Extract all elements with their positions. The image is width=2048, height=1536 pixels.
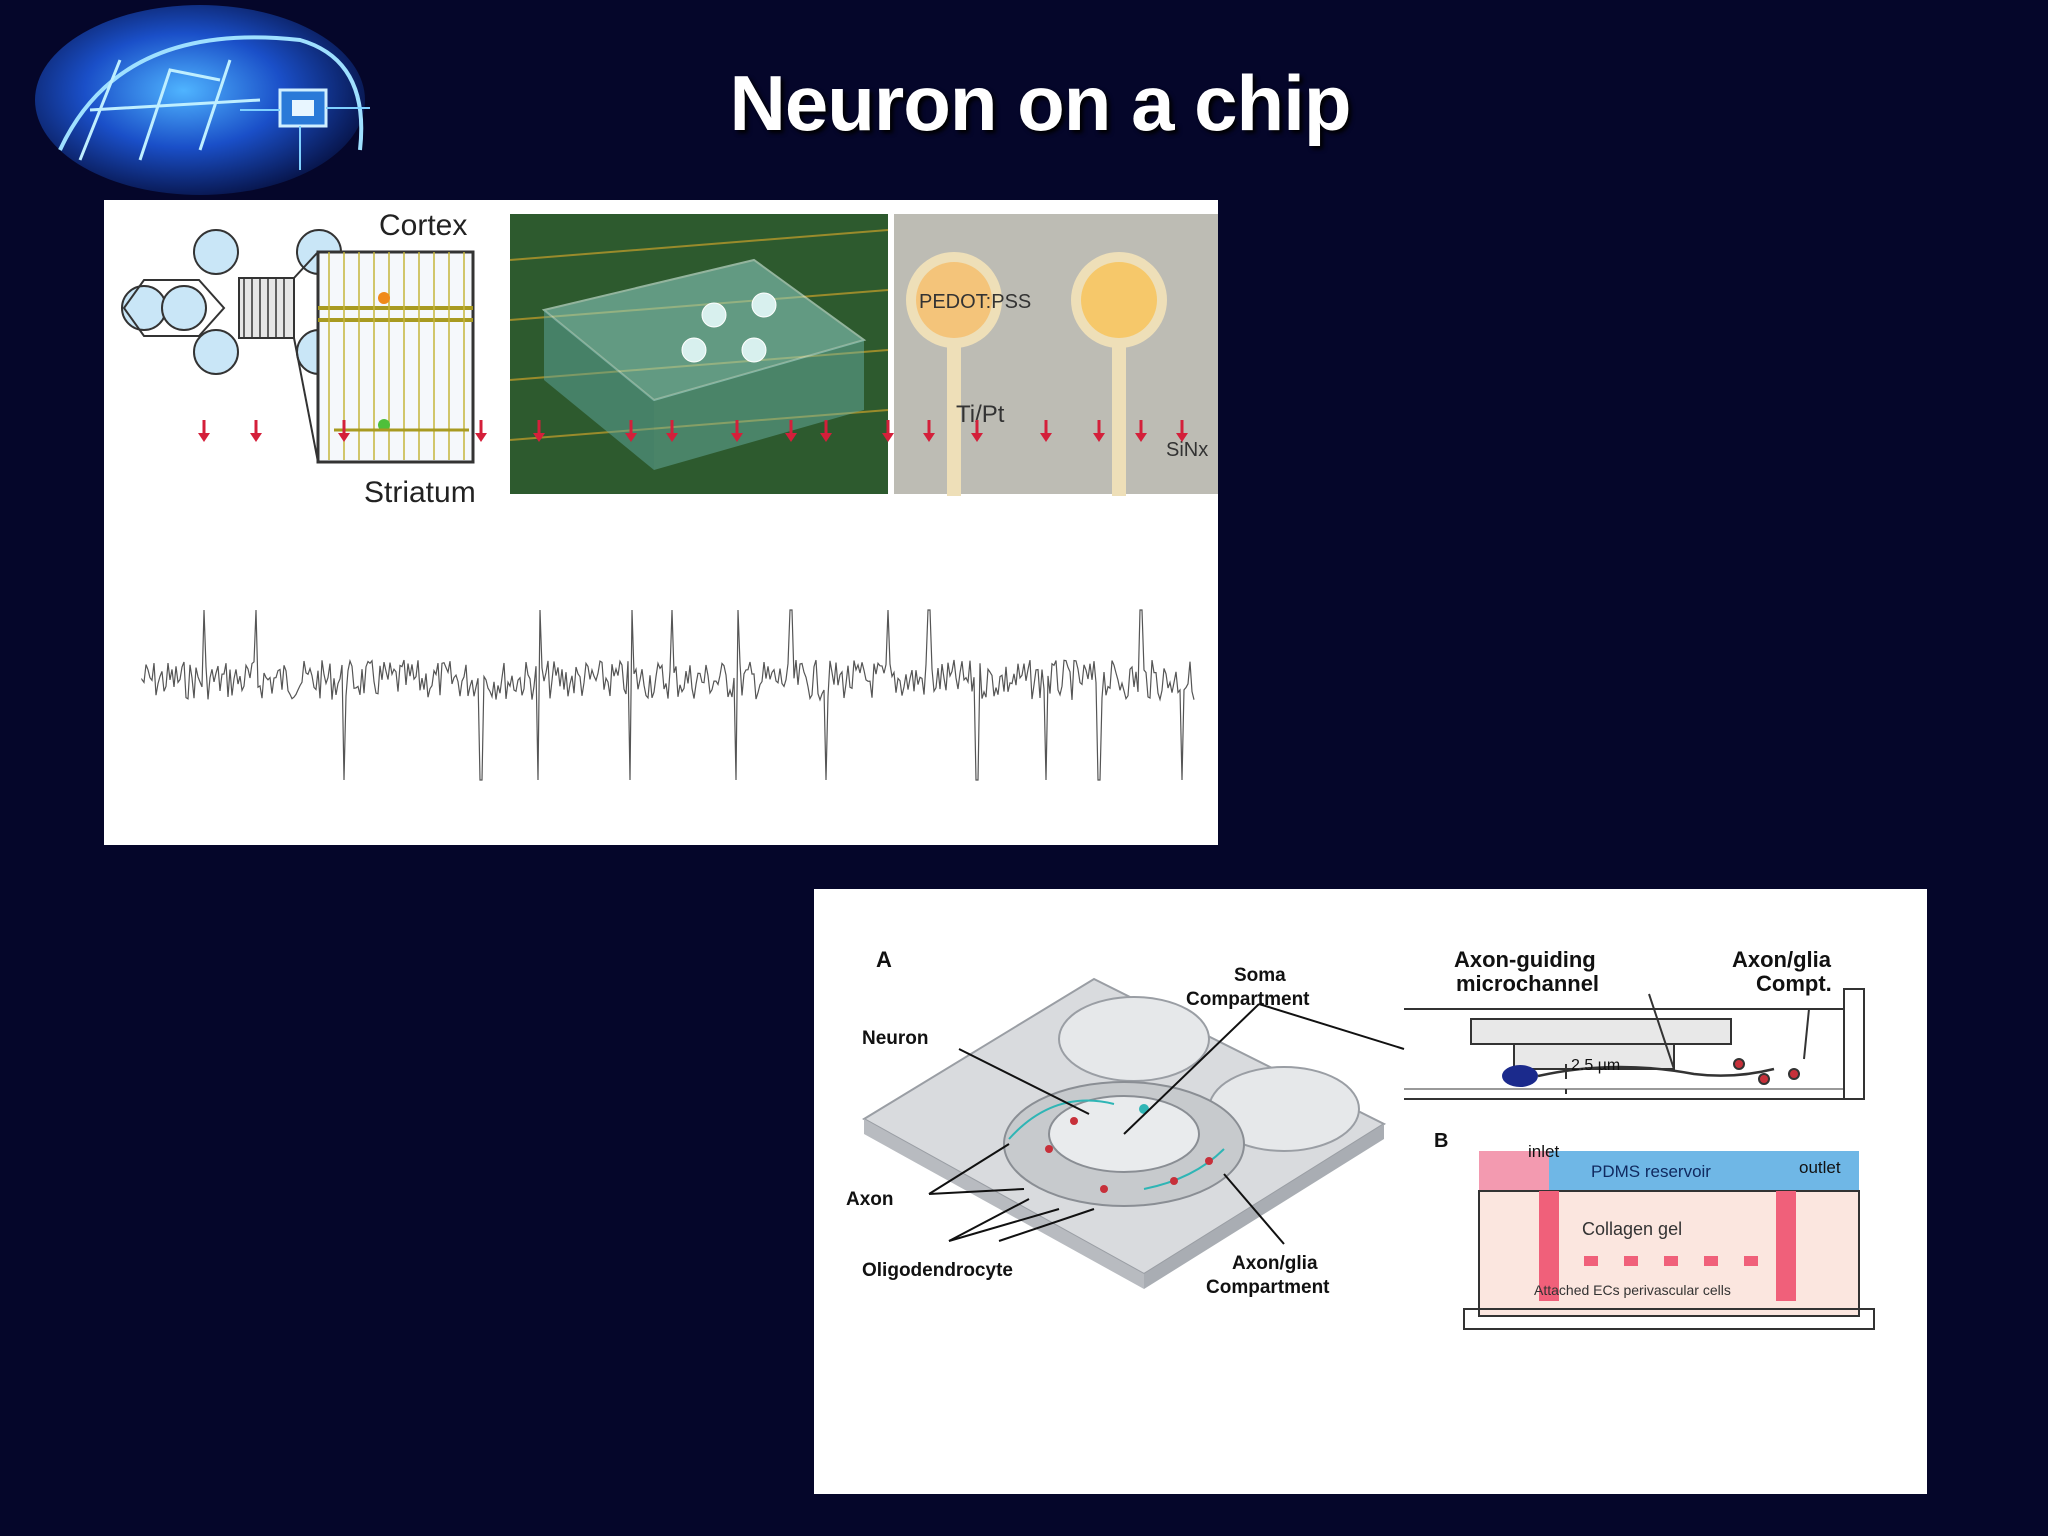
compartment-device-drawing — [862, 977, 1387, 1289]
height-label: 2.5 µm — [1571, 1057, 1620, 1074]
spike-marker-head — [666, 433, 678, 442]
guiding-label-2: microchannel — [1456, 971, 1599, 996]
spike-marker-head — [820, 433, 832, 442]
axonglia-label-1: Axon/glia — [1232, 1253, 1318, 1274]
guiding-label-1: Axon-guiding — [1454, 947, 1596, 972]
reservoir-section — [1463, 1151, 1875, 1330]
soma-label-1: Soma — [1234, 965, 1286, 986]
spike-marker-head — [882, 433, 894, 442]
striatum-label: Striatum — [364, 476, 476, 509]
spike-marker-head — [785, 433, 797, 442]
spike-marker-head — [338, 433, 350, 442]
spike-marker-head — [923, 433, 935, 442]
spike-marker-head — [250, 433, 262, 442]
outlet-label: outlet — [1799, 1158, 1841, 1177]
spike-marker-head — [533, 433, 545, 442]
spike-marker-head — [971, 433, 983, 442]
voltage-trace — [141, 609, 1195, 781]
spike-marker-head — [475, 433, 487, 442]
microchannel-section — [1404, 988, 1865, 1100]
slide-title: Neuron on a chip — [729, 59, 1351, 147]
spike-marker-head — [1176, 433, 1188, 442]
compt-label-1: Axon/glia — [1732, 947, 1832, 972]
spike-marker-head — [1135, 433, 1147, 442]
neuron-label: Neuron — [862, 1028, 929, 1049]
tipt-label: Ti/Pt — [956, 401, 1005, 428]
cortex-label: Cortex — [379, 209, 467, 242]
sinx-label: SiNx — [1166, 439, 1208, 461]
panel-a-label: A — [876, 947, 892, 972]
soma-label-2: Compartment — [1186, 989, 1310, 1010]
callout-lines — [928, 1003, 1405, 1245]
spike-marker-head — [731, 433, 743, 442]
chip-photo — [509, 214, 889, 494]
inlet-label: inlet — [1528, 1142, 1559, 1161]
panel-b-label: B — [1434, 1130, 1448, 1152]
microfluidic-schematic — [121, 229, 475, 464]
pdms-label: PDMS reservoir — [1591, 1162, 1711, 1181]
spike-marker-head — [198, 433, 210, 442]
brain-circuit-logo — [35, 5, 370, 195]
spike-marker-head — [1040, 433, 1052, 442]
electrode-photo — [894, 214, 1218, 496]
neuron-chip-figure: Cortex Striatum PEDOT:PSS Ti/Pt SiNx — [104, 200, 1218, 845]
compartment-device-figure: A Soma Compartment Neuron Axon Oligodend… — [814, 889, 1927, 1494]
axon-label: Axon — [846, 1189, 894, 1210]
spike-marker-head — [625, 433, 637, 442]
oligodendrocyte-label: Oligodendrocyte — [862, 1260, 1013, 1281]
pedot-label: PEDOT:PSS — [919, 291, 1031, 313]
spike-marker-head — [1093, 433, 1105, 442]
spike-markers — [198, 420, 1188, 442]
attached-cells-label: Attached ECs perivascular cells — [1534, 1282, 1731, 1298]
collagen-label: Collagen gel — [1582, 1219, 1682, 1239]
compt-label-2: Compt. — [1756, 971, 1832, 996]
axonglia-label-2: Compartment — [1206, 1277, 1330, 1298]
